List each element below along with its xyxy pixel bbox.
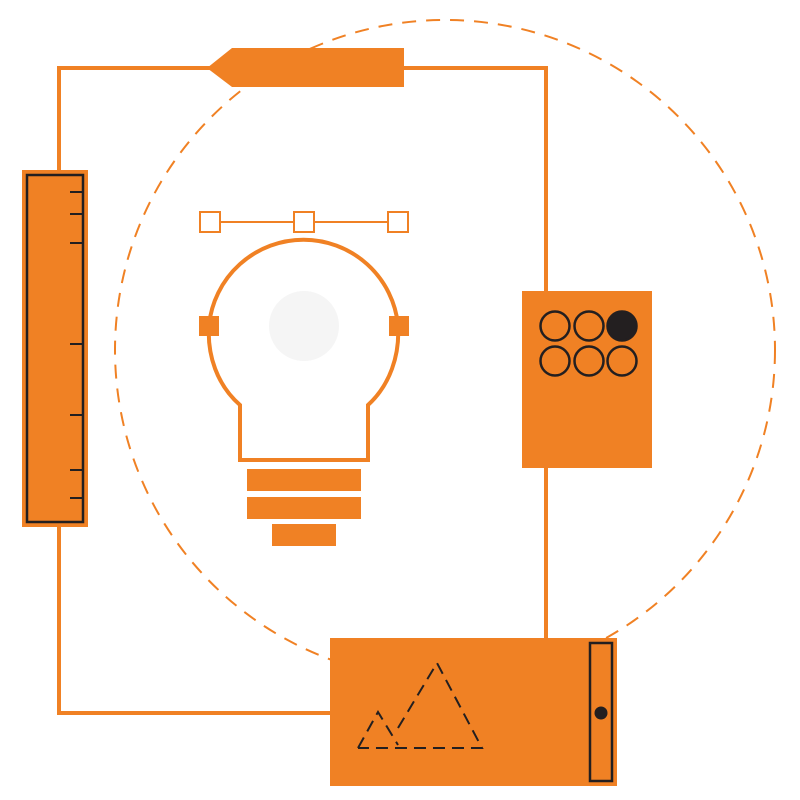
bezier-handles-icon	[199, 211, 409, 233]
mountain-placeholder-icon	[357, 660, 484, 749]
palette-swatch	[606, 345, 638, 377]
slider-icon	[588, 641, 614, 783]
bulb-glow	[269, 291, 339, 361]
palette-swatch	[573, 310, 605, 342]
ruler-icon	[22, 170, 88, 527]
bulb-base-cap	[272, 524, 336, 546]
palette-swatch	[539, 310, 571, 342]
bulb-anchor-left	[199, 316, 219, 336]
slider-knob	[594, 706, 608, 720]
bulb-base-ring-1	[247, 469, 361, 491]
palette-swatch	[539, 345, 571, 377]
image-frame-icon	[330, 638, 617, 786]
bulb-base-ring-2	[247, 497, 361, 519]
pen-tool-icon	[207, 48, 404, 87]
color-palette-icon	[522, 291, 652, 468]
palette-swatch	[573, 345, 605, 377]
bulb-anchor-right	[389, 316, 409, 336]
lightbulb-icon	[199, 237, 409, 546]
dashed-orbit-icon	[114, 19, 776, 681]
circuit-wire-icon	[57, 66, 548, 715]
palette-swatch-selected	[606, 310, 638, 342]
